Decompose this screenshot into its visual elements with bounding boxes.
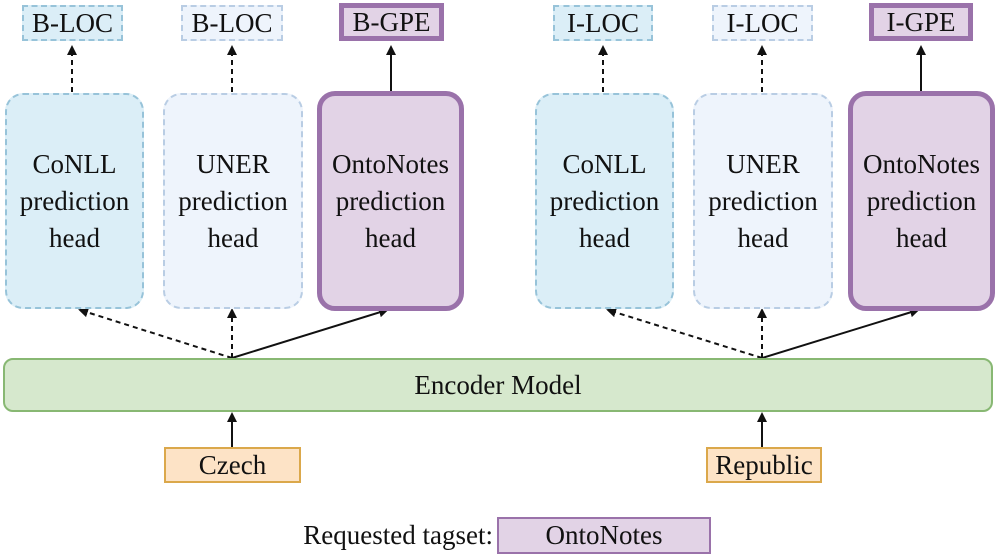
tag-uner-czech: B-LOC xyxy=(181,5,283,41)
requested-tagset-value: OntoNotes xyxy=(497,517,711,554)
conll-prediction-head-right: CoNLL prediction head xyxy=(535,93,674,309)
arrow-encoder-to-onto-right xyxy=(761,307,920,359)
ontonotes-prediction-head-right: OntoNotes prediction head xyxy=(848,91,995,311)
tag-onto-republic: I-GPE xyxy=(869,3,973,41)
uner-prediction-head-right: UNER prediction head xyxy=(693,93,833,309)
head-label-line: OntoNotes xyxy=(863,148,980,179)
head-label-line: OntoNotes xyxy=(332,148,449,179)
arrow-encoder-to-conll-right xyxy=(606,307,763,359)
uner-prediction-head-left: UNER prediction head xyxy=(163,93,303,309)
head-label-line: head xyxy=(896,222,947,253)
token-czech: Czech xyxy=(164,447,301,483)
tag-onto-czech: B-GPE xyxy=(339,3,444,41)
head-label-line: prediction xyxy=(178,185,288,216)
tag-uner-republic: I-LOC xyxy=(712,5,813,41)
head-label-line: prediction xyxy=(549,185,660,216)
head-label-line: head xyxy=(579,222,630,253)
token-republic: Republic xyxy=(706,447,822,483)
conll-prediction-head-left: CoNLL prediction head xyxy=(5,93,144,309)
ontonotes-prediction-head-left: OntoNotes prediction head xyxy=(317,91,464,311)
encoder-model: Encoder Model xyxy=(3,358,993,412)
head-label-line: UNER xyxy=(726,148,800,179)
head-label-line: head xyxy=(365,222,416,253)
arrow-encoder-to-onto-left xyxy=(231,307,389,359)
head-label-line: UNER xyxy=(196,148,270,179)
head-label-line: CoNLL xyxy=(562,148,647,179)
head-label-line: prediction xyxy=(708,185,818,216)
head-label-line: prediction xyxy=(335,185,446,216)
head-label-line: prediction xyxy=(866,185,977,216)
requested-tagset-label: Requested tagset: xyxy=(303,519,493,550)
arrow-encoder-to-conll-left xyxy=(78,307,233,359)
tag-conll-czech: B-LOC xyxy=(22,5,123,41)
head-label-line: prediction xyxy=(19,185,130,216)
head-label-line: head xyxy=(207,222,259,253)
tag-conll-republic: I-LOC xyxy=(553,5,653,41)
head-label-line: CoNLL xyxy=(32,148,117,179)
head-label-line: head xyxy=(737,222,789,253)
head-label-line: head xyxy=(49,222,100,253)
